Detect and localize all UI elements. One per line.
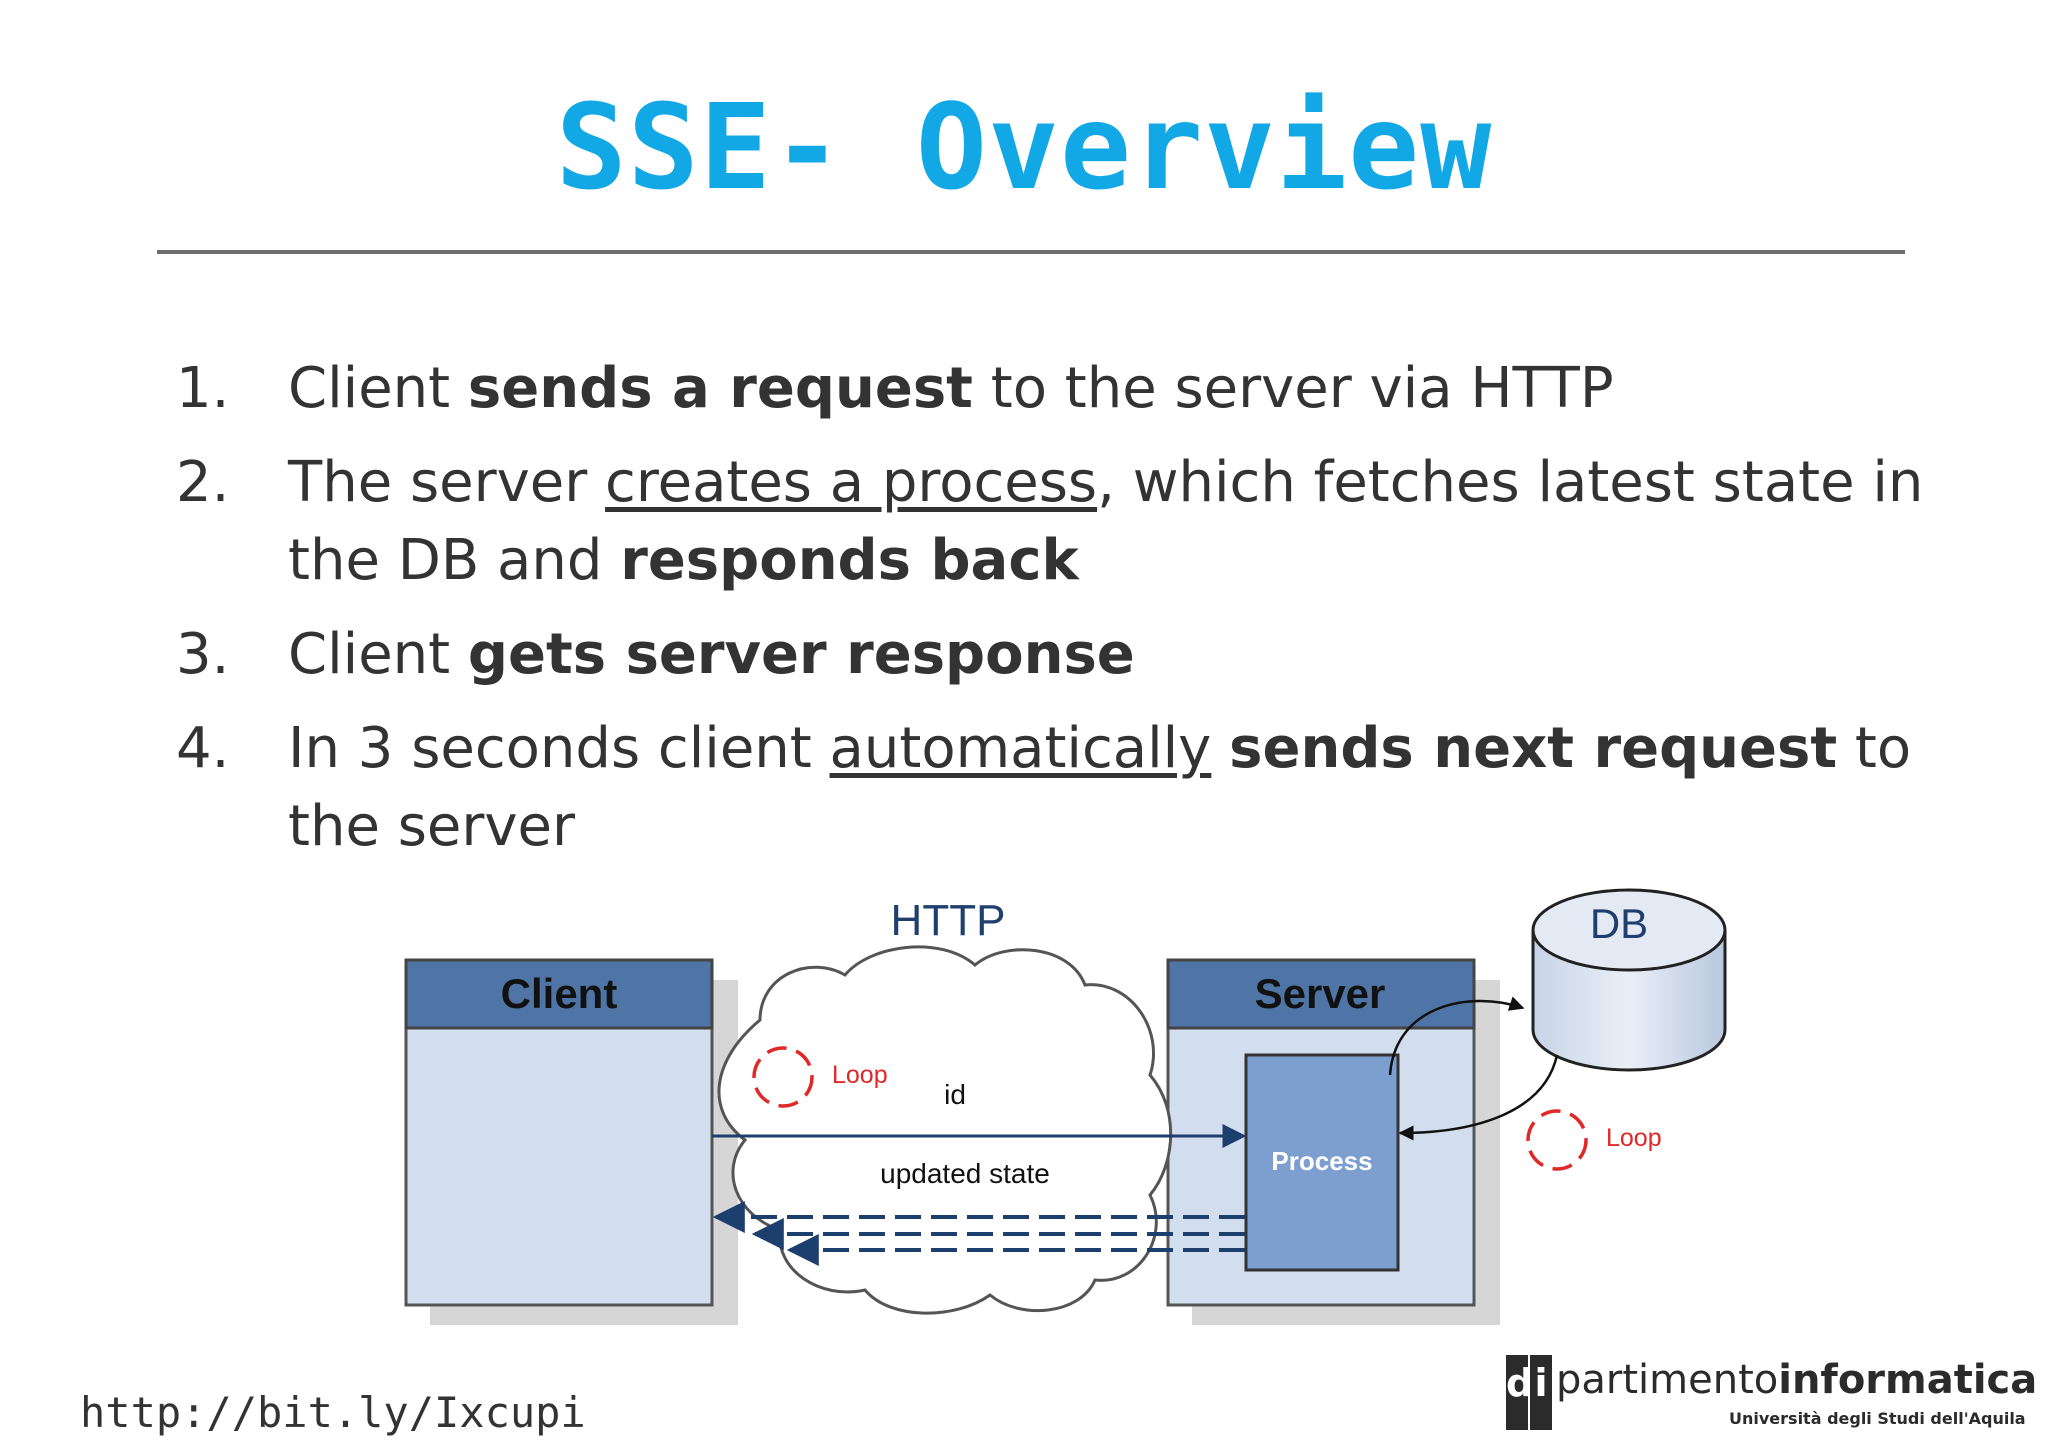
logo-wordmark: partimentoinformatica xyxy=(1556,1357,2037,1403)
bullet-number: 4. xyxy=(176,716,230,781)
process-box: Process xyxy=(1244,1053,1400,1272)
bullet-item: 2. The server creates a process, which fe… xyxy=(170,444,1930,600)
process-to-db-arrow xyxy=(1388,996,1525,1076)
loop-indicator-right: Loop xyxy=(1526,1109,1662,1171)
title-divider xyxy=(157,250,1905,254)
bullet-item: 3. Client gets server response xyxy=(170,616,1930,694)
slide-title: SSE- Overview xyxy=(555,78,1493,216)
bullet-number: 1. xyxy=(176,356,230,421)
bullet-text-part: creates a process xyxy=(605,450,1098,515)
db-to-process-arrow xyxy=(1398,1054,1559,1141)
bullet-item: 4. In 3 seconds client automatically send… xyxy=(170,710,1930,866)
bullet-text-part: gets server response xyxy=(467,622,1135,687)
bullet-number: 3. xyxy=(176,622,230,687)
bullet-list: 1. Client sends a request to the server v… xyxy=(170,350,1930,882)
loop-label-right: Loop xyxy=(1606,1124,1662,1152)
bullet-text-part: automatically xyxy=(829,716,1212,781)
logo-word-normal: partimento xyxy=(1556,1357,1779,1403)
loop-icon xyxy=(1526,1109,1588,1171)
http-cloud xyxy=(717,945,1173,1315)
bullet-text-part: In 3 seconds client xyxy=(288,716,830,781)
bullet-text-part: Client xyxy=(288,622,468,687)
bullet-text-part: to the server via HTTP xyxy=(972,356,1614,421)
bullet-text-part: , which fetches latest state in the DB a… xyxy=(288,450,1924,593)
server-label: Server xyxy=(1255,970,1386,1017)
bullet-text-part: sends a request xyxy=(467,356,973,421)
logo-subtitle: Università degli Studi dell'Aquila xyxy=(1729,1409,2026,1428)
logo-box-i: i xyxy=(1530,1355,1552,1430)
loop-indicator-left: Loop xyxy=(752,1046,888,1108)
process-label: Process xyxy=(1271,1146,1372,1176)
bullet-text-part: The server xyxy=(288,450,606,515)
loop-icon xyxy=(752,1046,814,1108)
http-label: HTTP xyxy=(891,896,1006,945)
bullet-text-part: responds back xyxy=(620,528,1079,593)
request-label: id xyxy=(944,1079,966,1110)
bullet-item: 1. Client sends a request to the server v… xyxy=(170,350,1930,428)
logo-box-d: d xyxy=(1506,1355,1533,1430)
logo-word-bold: informatica xyxy=(1778,1357,2038,1403)
db-label: DB xyxy=(1590,900,1648,947)
footer-link[interactable]: http://bit.ly/Ixcupi xyxy=(80,1388,586,1437)
loop-label-left: Loop xyxy=(832,1061,888,1089)
bullet-text-part: Client xyxy=(288,356,468,421)
response-label: updated state xyxy=(880,1158,1050,1189)
client-label: Client xyxy=(501,970,618,1017)
db-cylinder: DB xyxy=(1531,888,1727,1072)
bullet-text-part: to the server xyxy=(288,716,1912,859)
bullet-number: 2. xyxy=(176,450,230,515)
client-panel: Client xyxy=(404,958,738,1325)
bullet-text-part: sends next request xyxy=(1229,716,1838,781)
department-logo: d i partimentoinformatica Università deg… xyxy=(1506,1355,2037,1435)
